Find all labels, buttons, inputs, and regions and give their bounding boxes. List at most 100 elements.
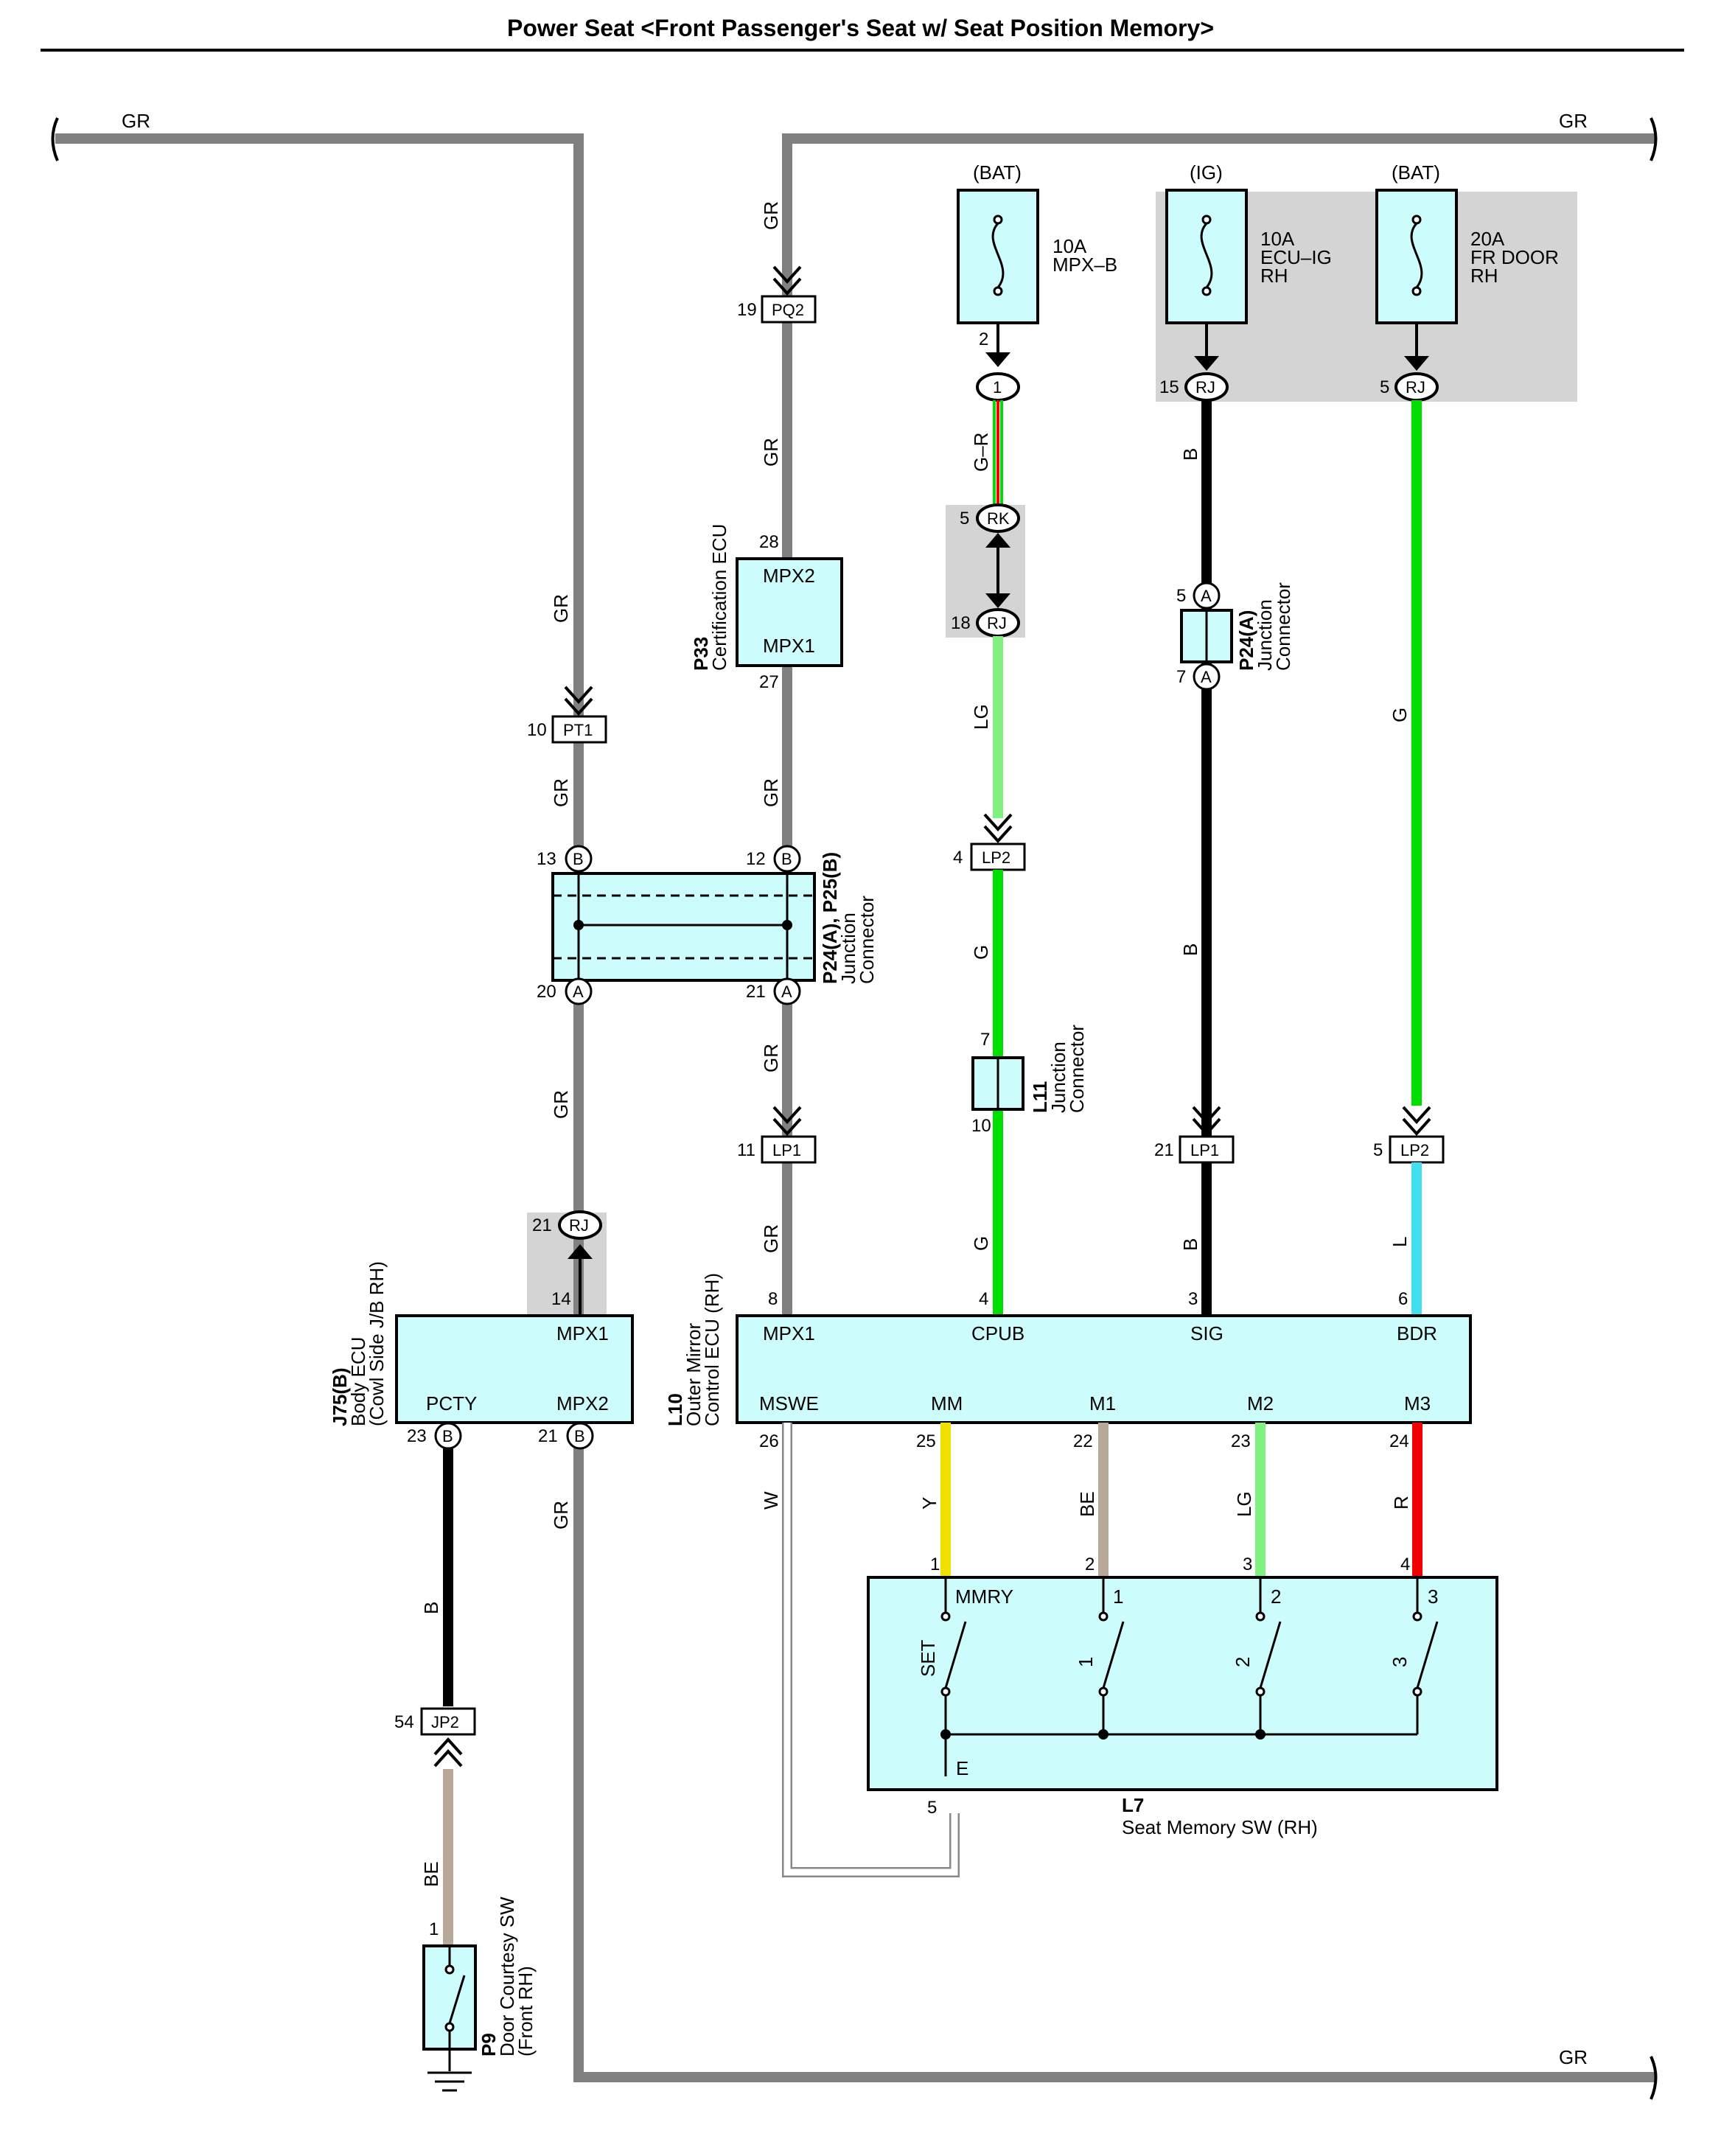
jc-p24-pin7: 7 <box>1176 667 1186 687</box>
jc-p24-id: P24(A) <box>1235 610 1257 671</box>
body-ecu-mpx1: MPX1 <box>556 1322 609 1344</box>
gr-label-tr: GR <box>1559 110 1588 132</box>
w-label: W <box>760 1491 782 1510</box>
jc-p24-name2: Connector <box>1272 582 1294 671</box>
jc-p24-a7 <box>1193 663 1221 691</box>
rj5-pin: 5 <box>1380 377 1389 397</box>
door-sw-id: P9 <box>478 2033 500 2056</box>
door-sw-name2: (Front RH) <box>514 1966 537 2056</box>
mirror-ecu-pin8: 8 <box>768 1289 778 1309</box>
arrow-frdoor <box>1404 356 1429 371</box>
jp2-pin: 54 <box>394 1712 414 1732</box>
r-label-m3: R <box>1390 1496 1412 1510</box>
cert-ecu-mpx2: MPX2 <box>763 565 815 587</box>
jc-p25-box <box>551 872 816 982</box>
lp2-b-code: LP2 <box>1400 1141 1429 1159</box>
mirror-ecu-cpub: CPUB <box>971 1322 1024 1344</box>
mirror-ecu-pin6: 6 <box>1398 1289 1408 1309</box>
jc-p25-b12-letter: B <box>781 850 792 868</box>
wire-gr-left <box>55 133 584 1319</box>
body-ecu-name1: Body ECU <box>347 1337 369 1426</box>
connector-lp1-a <box>761 1135 817 1164</box>
jc-p25-dot-r <box>782 920 792 930</box>
jc-p25-b13 <box>565 845 593 873</box>
mirror-ecu-m1: M1 <box>1089 1392 1116 1414</box>
gr-label-v6: GR <box>760 438 782 467</box>
g-label-1: G <box>970 945 992 960</box>
lp2-a-code: LP2 <box>982 848 1010 867</box>
lp2-a-pin: 4 <box>953 848 963 868</box>
fuse-mpxb-name: MPX–B <box>1053 254 1117 276</box>
seat-mem-t1: 1 <box>1113 1585 1123 1608</box>
gr-label-v4: GR <box>550 1501 572 1529</box>
body-ecu-pcty: PCTY <box>426 1392 477 1414</box>
mirror-ecu-pin4: 4 <box>979 1289 988 1309</box>
fuse-mpxb-c1 <box>993 214 1003 225</box>
be-label-p9: BE <box>420 1861 442 1887</box>
body-ecu-pin21: 21 <box>538 1426 558 1446</box>
seat-sw-1-label: 1 <box>1075 1657 1097 1667</box>
body-ecu-b21-letter: B <box>574 1427 585 1445</box>
seat-mem-pin5: 5 <box>927 1798 937 1818</box>
break-mark-br <box>1650 2056 1658 2100</box>
rk-pin: 5 <box>960 509 969 528</box>
g-r-label: G–R <box>970 433 992 472</box>
door-sw-blade <box>448 1975 466 2024</box>
arrow-rj18-down <box>985 593 1010 608</box>
be-label-m1: BE <box>1076 1491 1098 1517</box>
door-sw-c1 <box>444 1964 455 1975</box>
fuse-ecuig-rating: 10A <box>1260 228 1295 250</box>
body-ecu-pin23: 23 <box>407 1426 427 1446</box>
l-label: L <box>1389 1237 1411 1247</box>
connector-jp2 <box>420 1707 476 1736</box>
jc-p25-pin12: 12 <box>746 849 766 869</box>
fuse-ecuig-c1 <box>1201 214 1212 225</box>
seat-mem-sw-box <box>867 1576 1498 1791</box>
jc-p24-a5 <box>1193 582 1221 610</box>
pt1-code: PT1 <box>563 721 593 739</box>
rj21-pin14: 14 <box>551 1289 571 1309</box>
jc-p25-b13-letter: B <box>573 850 584 868</box>
cert-ecu-id: P33 <box>690 637 712 671</box>
seat-mem-id: L7 <box>1122 1794 1144 1816</box>
body-ecu-b21 <box>566 1422 594 1450</box>
fuse-ecuig-name2: RH <box>1260 265 1288 287</box>
fuse-frdoor-c2 <box>1411 286 1422 296</box>
fuse-frdoor-source: (BAT) <box>1392 161 1440 184</box>
seat-sw-2-label: 2 <box>1232 1657 1254 1667</box>
lp1-b-pin: 21 <box>1154 1140 1174 1160</box>
fuse-frdoor-name: FR DOOR <box>1470 246 1559 268</box>
mirror-ecu-mm: MM <box>931 1392 963 1414</box>
mirror-ecu-box <box>736 1314 1472 1424</box>
connector-rk <box>976 503 1020 533</box>
rj18-pin: 18 <box>951 613 971 633</box>
lp1-b-code: LP1 <box>1190 1141 1219 1159</box>
fuse-mpxb-element <box>991 223 1005 288</box>
seat-mem-pin4: 4 <box>1400 1555 1410 1574</box>
break-mark-tr <box>1650 117 1658 161</box>
rj18-code: RJ <box>987 614 1007 632</box>
mirror-ecu-mswe: MSWE <box>759 1392 819 1414</box>
wire-w-inner <box>783 1423 958 1876</box>
cert-ecu-box <box>736 557 843 667</box>
connector-pt1 <box>551 715 607 744</box>
cert-ecu-pin28: 28 <box>759 532 779 552</box>
pq2-pin: 19 <box>737 300 757 320</box>
b-label-pcty: B <box>420 1602 442 1614</box>
jc-l11-id: L11 <box>1029 1081 1051 1113</box>
y-label: Y <box>918 1497 940 1510</box>
jc-p24-pin5: 5 <box>1176 586 1186 606</box>
wire-gr-bottom <box>573 1434 1655 2082</box>
jc-p24-name1: Junction <box>1254 599 1276 671</box>
pq2-code: PQ2 <box>772 301 804 319</box>
fuse-ecuig-c2 <box>1201 286 1212 296</box>
jc-p25-id: P24(A), P25(B) <box>819 852 841 984</box>
arrow-lp1-b <box>1192 1106 1221 1136</box>
mirror-ecu-name1: Outer Mirror <box>683 1323 705 1426</box>
seat-mem-pin1: 1 <box>930 1555 940 1574</box>
jc-p25-pin21: 21 <box>746 982 766 1002</box>
seat-mem-mmry: MMRY <box>955 1585 1013 1608</box>
in1-code: 1 <box>993 378 1002 397</box>
mirror-ecu-pin24: 24 <box>1389 1431 1409 1451</box>
seat-sw-2 <box>1255 1577 1282 1734</box>
